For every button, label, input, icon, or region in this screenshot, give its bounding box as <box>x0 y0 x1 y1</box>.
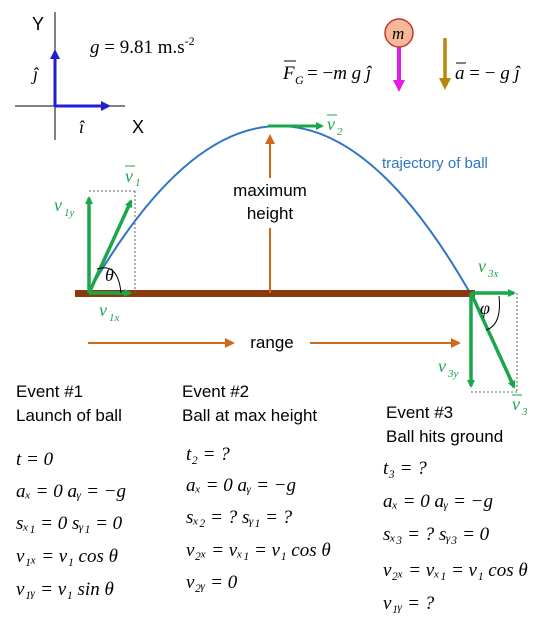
event-3-line-5: v₁ᵧ = ? <box>383 593 435 614</box>
svg-text:2: 2 <box>337 126 343 138</box>
j-hat-label: ĵ <box>31 64 39 84</box>
acceleration-equation: a = − g ĵ <box>455 62 521 84</box>
svg-text:3: 3 <box>521 406 528 418</box>
event-3-line-4: v₂ₓ = vₓ₁ = v₁ cos θ <box>383 560 528 581</box>
v1-vector <box>87 199 133 294</box>
svg-text:1x: 1x <box>109 312 120 324</box>
event-1-line-5: v₁ᵧ = v₁ sin θ <box>16 579 114 600</box>
coordinate-axes: Y X ĵ î <box>15 12 144 140</box>
svg-text:3y: 3y <box>447 368 459 380</box>
launch-vectors: θ <box>85 190 136 297</box>
v2-label: v 2 <box>327 114 343 138</box>
v3-label: v 3 <box>512 394 528 418</box>
v3-vector <box>469 292 516 389</box>
event-2-line-5: v₂ᵧ = 0 <box>186 572 238 593</box>
svg-text:1: 1 <box>135 177 141 189</box>
event-3-line-2: aₓ = 0 aᵧ = −g <box>383 491 493 512</box>
event-1-line-2: aₓ = 0 aᵧ = −g <box>16 481 126 502</box>
event-2-line-2: aₓ = 0 aᵧ = −g <box>186 475 296 496</box>
svg-text:v: v <box>54 195 62 215</box>
theta-label: θ <box>105 265 114 285</box>
phi-arc <box>485 295 500 331</box>
svg-text:1y: 1y <box>64 207 75 219</box>
event-3-line-1: t₃ = ? <box>383 458 427 479</box>
landing-vectors: φ <box>467 289 518 393</box>
max-height-label-bg <box>222 178 318 228</box>
ground-bar <box>75 290 475 297</box>
max-height-label-2: height <box>247 204 294 223</box>
v1y-label: v 1y <box>54 195 75 219</box>
event-1-title: Event #1 <box>16 382 83 401</box>
ball-icon <box>384 18 414 48</box>
v1-label: v 1 <box>125 165 141 189</box>
event-1-line-3: sₓ₁ = 0 sᵧ₁ = 0 <box>16 513 123 534</box>
svg-text:v: v <box>438 356 446 376</box>
event-2-title: Event #2 <box>182 382 249 401</box>
event-2-subtitle: Ball at max height <box>182 406 317 425</box>
v3x-label: v 3x <box>478 256 499 280</box>
max-height-label-1: maximum <box>233 181 307 200</box>
mass-ball: m <box>384 18 414 92</box>
event-2-line-3: sₓ₂ = ? sᵧ₁ = ? <box>186 507 293 528</box>
event-1: Event #1 Launch of ball t = 0 aₓ = 0 aᵧ … <box>16 382 126 600</box>
svg-text:v: v <box>512 394 520 414</box>
force-equation: F G = −m g ĵ <box>282 60 373 87</box>
event-3-line-3: sₓ₃ = ? sᵧ₃ = 0 <box>383 524 490 545</box>
event-3-title: Event #3 <box>386 403 453 422</box>
theta-arc <box>96 267 122 294</box>
trajectory-label: trajectory of ball <box>382 155 488 172</box>
svg-text:= −m g ĵ: = −m g ĵ <box>307 63 373 84</box>
event-1-line-1: t = 0 <box>16 449 54 470</box>
mass-label: m <box>392 24 404 43</box>
event-1-line-4: v₁ₓ = v₁ cos θ <box>16 546 118 567</box>
svg-text:v: v <box>478 256 486 276</box>
svg-text:v: v <box>99 300 107 320</box>
x-axis-label: X <box>132 117 144 137</box>
range-label: range <box>250 333 293 352</box>
event-3-subtitle: Ball hits ground <box>386 427 503 446</box>
event-2-line-4: v₂ₓ = vₓ₁ = v₁ cos θ <box>186 540 331 561</box>
gravity-equation: g = 9.81 m.s-2 <box>90 34 195 58</box>
svg-text:3x: 3x <box>487 268 499 280</box>
svg-text:G: G <box>295 73 304 87</box>
i-hat-label: î <box>79 117 85 137</box>
event-1-subtitle: Launch of ball <box>16 406 122 425</box>
v1x-label: v 1x <box>99 300 120 324</box>
event-3: Event #3 Ball hits ground t₃ = ? aₓ = 0 … <box>383 403 528 614</box>
svg-text:v: v <box>125 166 133 186</box>
v3y-label: v 3y <box>438 356 459 380</box>
event-2-line-1: t₂ = ? <box>186 444 230 465</box>
svg-text:F: F <box>282 63 295 84</box>
svg-text:v: v <box>327 114 335 134</box>
event-2: Event #2 Ball at max height t₂ = ? aₓ = … <box>182 382 331 593</box>
phi-label: φ <box>480 298 490 318</box>
svg-text:a = − g ĵ: a = − g ĵ <box>455 63 521 84</box>
y-axis-label: Y <box>32 14 44 34</box>
